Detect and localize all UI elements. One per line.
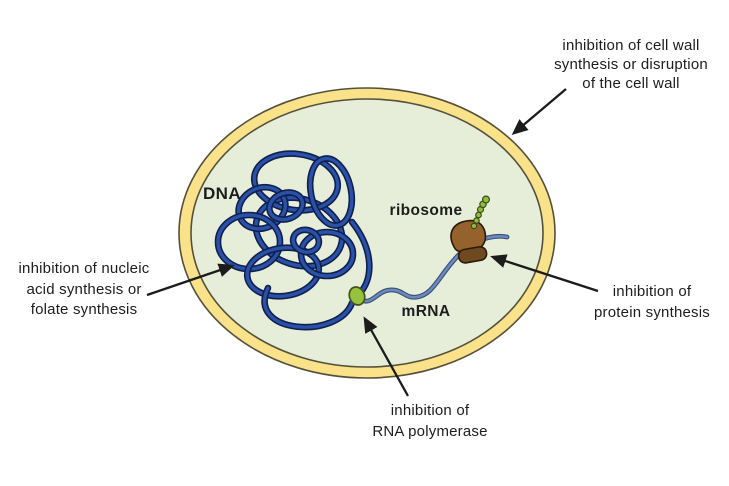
- protein-bead: [473, 217, 480, 224]
- mrna-label: mRNA: [401, 303, 451, 320]
- arrow-rna-polymerase: [363, 316, 410, 397]
- annotation-rna-polymerase-inhibition: inhibition of RNA polymerase: [372, 402, 488, 440]
- annotation-protein-inhibition: inhibition of protein synthesis: [594, 283, 710, 321]
- ribosome-label: ribosome: [389, 202, 463, 219]
- arrow-protein-synthesis: [490, 254, 599, 293]
- ribosome-small-subunit: [457, 245, 488, 264]
- protein-bead: [470, 222, 478, 230]
- protein-chain: [470, 195, 491, 230]
- dna-label: DNA: [202, 184, 242, 203]
- annotation-cell-wall-inhibition: inhibition of cell wall synthesis or dis…: [554, 37, 708, 92]
- protein-bead: [482, 195, 491, 204]
- pointer-arrows: [146, 88, 599, 397]
- rna-polymerase: [348, 286, 366, 306]
- arrow-cell-wall: [511, 88, 567, 135]
- annotation-nucleic-acid-inhibition: inhibition of nucleic acid synthesis or …: [18, 260, 150, 318]
- cytoplasm: [190, 98, 544, 368]
- cell: [178, 87, 556, 379]
- ribosome: [450, 219, 488, 264]
- arrow-nucleic-acid: [146, 263, 235, 297]
- ribosome-large-subunit: [450, 219, 487, 253]
